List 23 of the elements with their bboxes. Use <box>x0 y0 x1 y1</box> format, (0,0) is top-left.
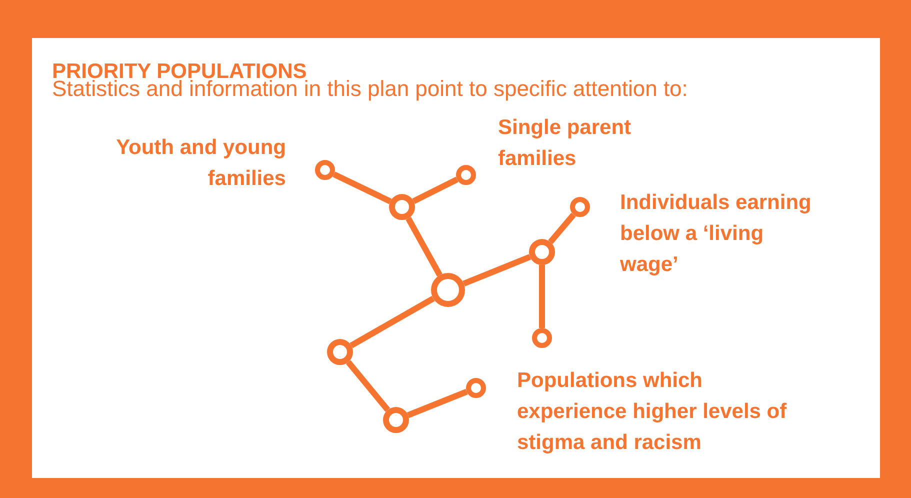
connector-line <box>406 216 442 277</box>
connector-line <box>548 212 576 244</box>
connector-line <box>406 388 468 418</box>
node-circle <box>315 160 335 180</box>
node-circle <box>466 378 486 398</box>
connector-line <box>350 296 435 348</box>
node-circle <box>327 339 353 365</box>
node-circle <box>383 407 409 433</box>
population-label: Individuals earning below a ‘living wage’ <box>620 190 812 278</box>
connector-line <box>412 176 458 204</box>
population-label: Populations which experience higher levels of stigma and racism <box>517 368 788 456</box>
node-circle <box>570 197 590 217</box>
node-circle <box>431 273 465 307</box>
connector-line <box>462 254 532 286</box>
population-label: Single parent families <box>498 115 632 172</box>
node-circle <box>389 194 415 220</box>
population-label: Youth and young families <box>115 135 286 192</box>
connector-line <box>332 172 392 204</box>
node-circle <box>529 239 555 265</box>
node-circle <box>456 165 476 185</box>
connector-line <box>539 265 545 328</box>
connector-line <box>346 360 390 412</box>
node-circle <box>532 328 552 348</box>
